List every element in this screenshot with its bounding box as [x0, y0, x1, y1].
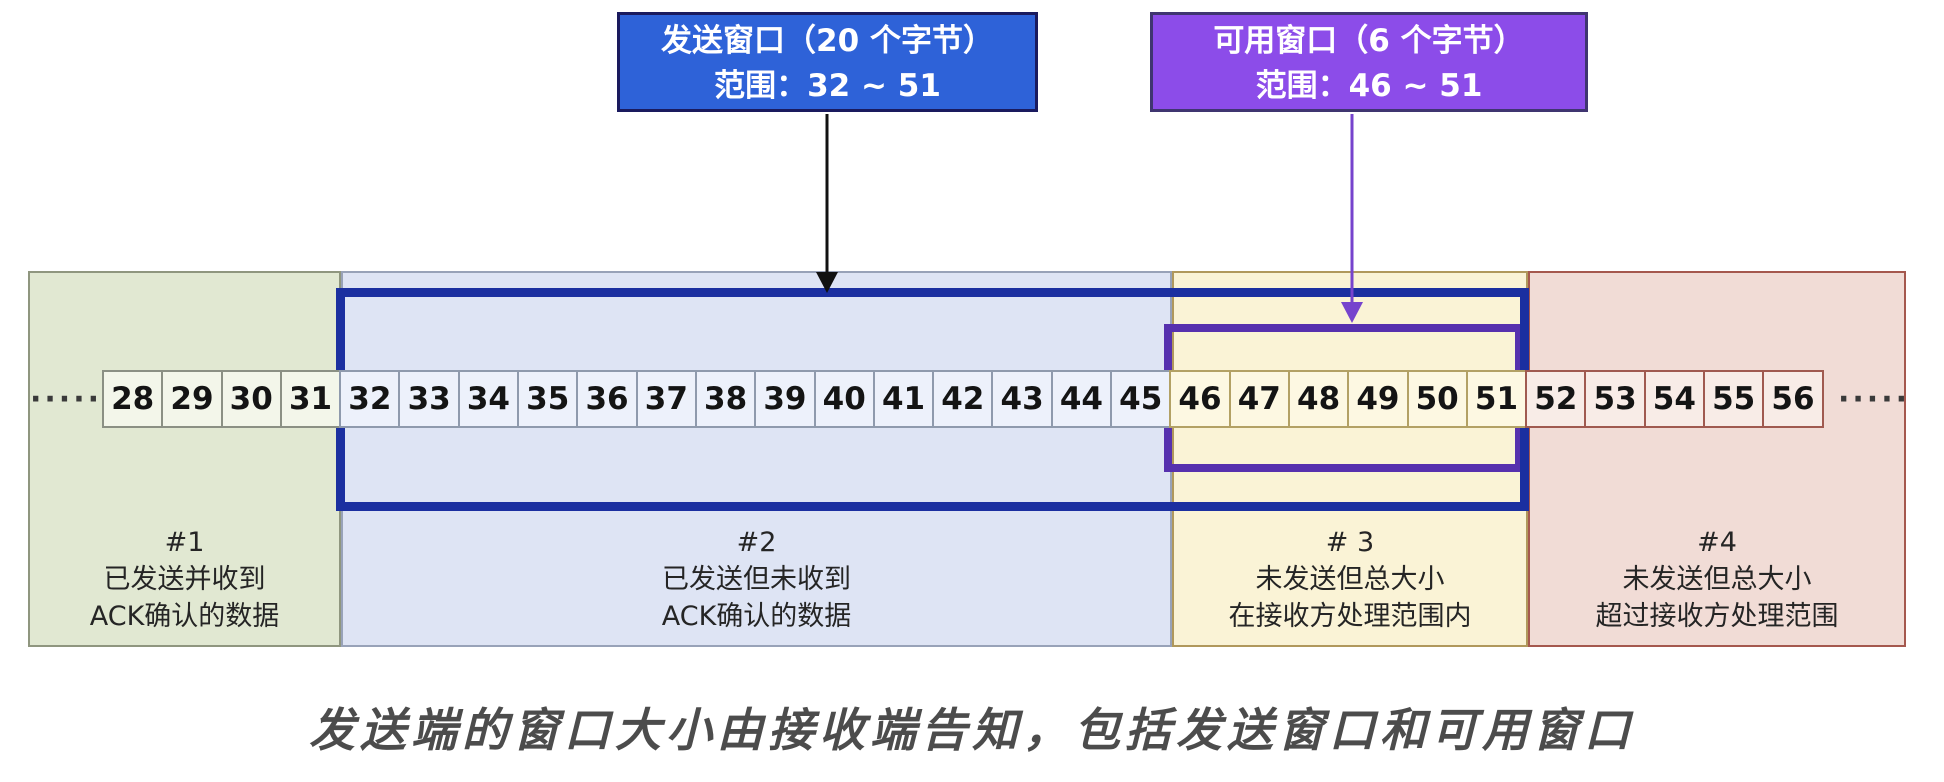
byte-cell-30: 30 — [220, 370, 282, 428]
send-window-arrow-icon — [816, 114, 838, 293]
region-acked-tag: #1 — [164, 527, 205, 558]
region-usable-line1: 未发送但总大小 — [1255, 564, 1445, 595]
byte-cell-48: 48 — [1287, 370, 1350, 428]
byte-cell-51: 51 — [1465, 370, 1528, 428]
region-usable-tag: # 3 — [1325, 527, 1375, 558]
byte-cell-47: 47 — [1228, 370, 1290, 428]
ellipsis-left: ····· — [30, 382, 102, 417]
byte-cell-49: 49 — [1347, 370, 1409, 428]
byte-cell-36: 36 — [576, 370, 638, 428]
byte-cell-56: 56 — [1762, 370, 1824, 428]
byte-cell-42: 42 — [932, 370, 994, 428]
usable-window-callout-line1: 可用窗口（6 个字节） — [1213, 23, 1525, 59]
region-acked-line2: ACK确认的数据 — [89, 601, 280, 632]
region-sent-tag: #2 — [736, 527, 777, 558]
region-sent-line2: ACK确认的数据 — [661, 601, 852, 632]
byte-cell-33: 33 — [398, 370, 460, 428]
byte-cell-41: 41 — [872, 370, 935, 428]
byte-cell-35: 35 — [517, 370, 579, 428]
region-usable: # 3 未发送但总大小 在接收方处理范围内 — [1172, 271, 1528, 647]
send-window-callout-line2: 范围：32 ~ 51 — [714, 68, 941, 104]
region-beyond-label: #4 未发送但总大小 超过接收方处理范围 — [1530, 524, 1904, 635]
region-beyond-line1: 未发送但总大小 — [1622, 564, 1812, 595]
byte-cell-32: 32 — [339, 370, 401, 428]
region-acked-label: #1 已发送并收到 ACK确认的数据 — [30, 524, 339, 635]
byte-cell-39: 39 — [754, 370, 816, 428]
region-beyond: #4 未发送但总大小 超过接收方处理范围 — [1528, 271, 1906, 647]
byte-cell-45: 45 — [1110, 370, 1172, 428]
byte-cell-54: 54 — [1643, 370, 1706, 428]
region-sent: #2 已发送但未收到 ACK确认的数据 — [341, 271, 1172, 647]
byte-cell-31: 31 — [279, 370, 342, 428]
ellipsis-right: ····· — [1838, 382, 1910, 417]
byte-cell-34: 34 — [457, 370, 520, 428]
byte-cell-53: 53 — [1584, 370, 1646, 428]
usable-window-callout-line2: 范围：46 ~ 51 — [1255, 68, 1483, 104]
byte-cell-37: 37 — [635, 370, 697, 428]
region-usable-label: # 3 未发送但总大小 在接收方处理范围内 — [1174, 524, 1526, 635]
region-sent-label: #2 已发送但未收到 ACK确认的数据 — [343, 524, 1170, 635]
byte-cell-55: 55 — [1703, 370, 1765, 428]
region-acked-line1: 已发送并收到 — [103, 564, 266, 595]
byte-cell-52: 52 — [1525, 370, 1587, 428]
diagram-caption: 发送端的窗口大小由接收端告知，包括发送窗口和可用窗口 — [309, 703, 1635, 757]
region-beyond-line2: 超过接收方处理范围 — [1595, 601, 1839, 632]
region-sent-line1: 已发送但未收到 — [662, 564, 851, 595]
region-acked: #1 已发送并收到 ACK确认的数据 — [28, 271, 341, 647]
byte-cell-50: 50 — [1406, 370, 1468, 428]
byte-cell-46: 46 — [1169, 370, 1231, 428]
byte-cell-38: 38 — [694, 370, 757, 428]
byte-cell-28: 28 — [102, 370, 164, 428]
byte-cell-43: 43 — [991, 370, 1053, 428]
region-usable-line2: 在接收方处理范围内 — [1228, 601, 1472, 632]
byte-cell-29: 29 — [161, 370, 223, 428]
byte-cell-44: 44 — [1050, 370, 1113, 428]
usable-window-callout: 可用窗口（6 个字节） 范围：46 ~ 51 — [1150, 12, 1588, 112]
byte-cell-40: 40 — [813, 370, 875, 428]
send-window-callout-line1: 发送窗口（20 个字节） — [661, 23, 994, 59]
region-beyond-tag: #4 — [1697, 527, 1737, 558]
send-window-callout: 发送窗口（20 个字节） 范围：32 ~ 51 — [617, 12, 1038, 112]
